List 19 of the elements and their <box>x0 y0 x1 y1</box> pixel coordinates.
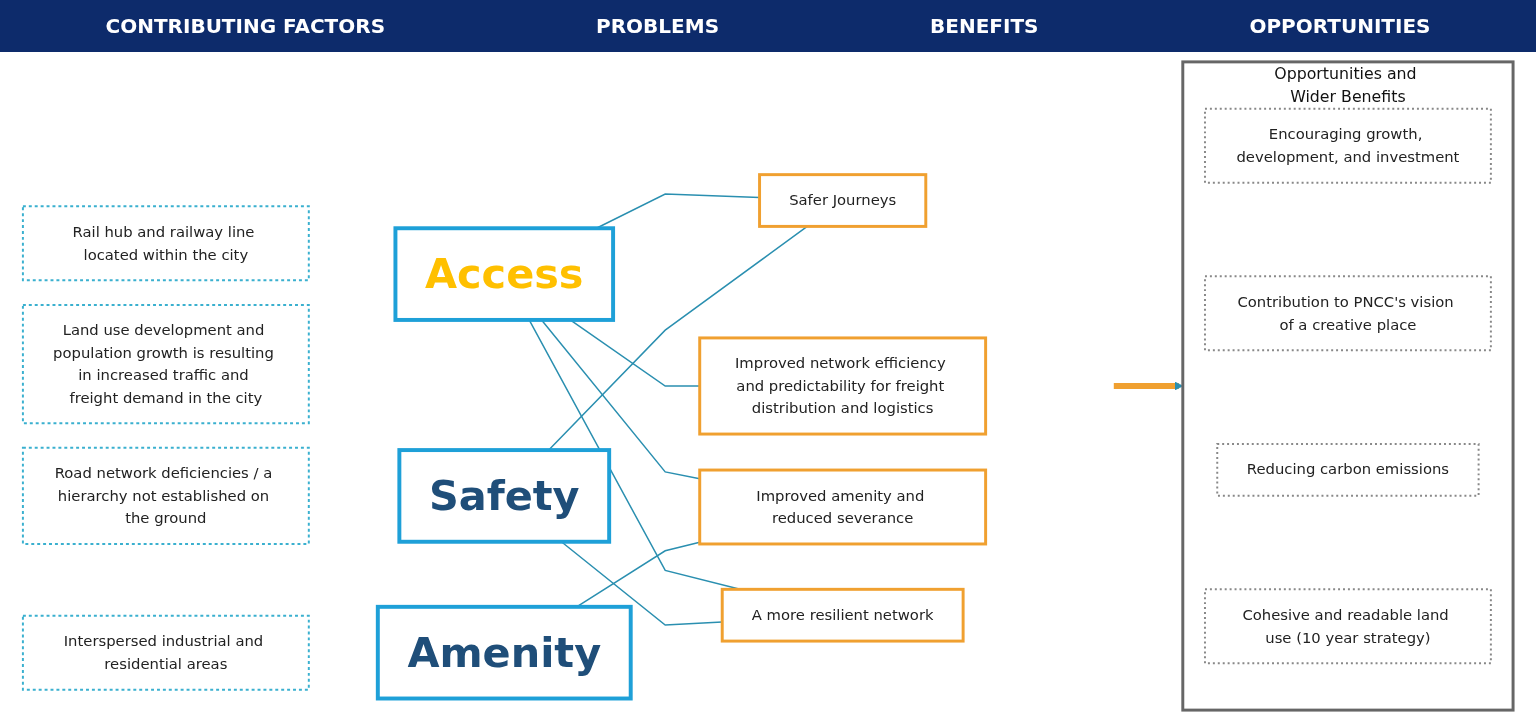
node-box: A more resilient network <box>720 587 965 643</box>
node-box: Reducing carbon emissions <box>1216 442 1480 497</box>
node-box: Land use development and population growth is resulting in increased traffic and freight demand in the city <box>21 303 310 425</box>
node-box: Improved amenity and reduced severance <box>698 468 988 546</box>
node-box: Contribution to PNCC's vision of a creative place <box>1204 275 1492 352</box>
node-box: Safety <box>397 448 612 544</box>
node-box: Interspersed industrial and residential areas <box>21 614 310 691</box>
node-box: Cohesive and readable land use (10 year strategy) <box>1204 588 1492 665</box>
node-box: Improved network efficiency and predictability for freight distribution and logistics <box>698 336 988 436</box>
node-box: Amenity <box>375 604 633 701</box>
node-box: Safer Journeys <box>758 173 928 228</box>
column-heading: BENEFITS <box>930 14 1039 38</box>
column-heading: OPPORTUNITIES <box>1249 14 1431 38</box>
node-box: Road network deficiencies / a hierarchy not established on the ground <box>21 446 310 545</box>
column-heading: PROBLEMS <box>596 14 720 38</box>
column-heading: CONTRIBUTING FACTORS <box>105 14 386 38</box>
node-box: Access <box>393 226 616 322</box>
node-box: Rail hub and railway line located within the city <box>21 205 310 282</box>
node-box: Encouraging growth, development, and investment <box>1204 107 1492 184</box>
